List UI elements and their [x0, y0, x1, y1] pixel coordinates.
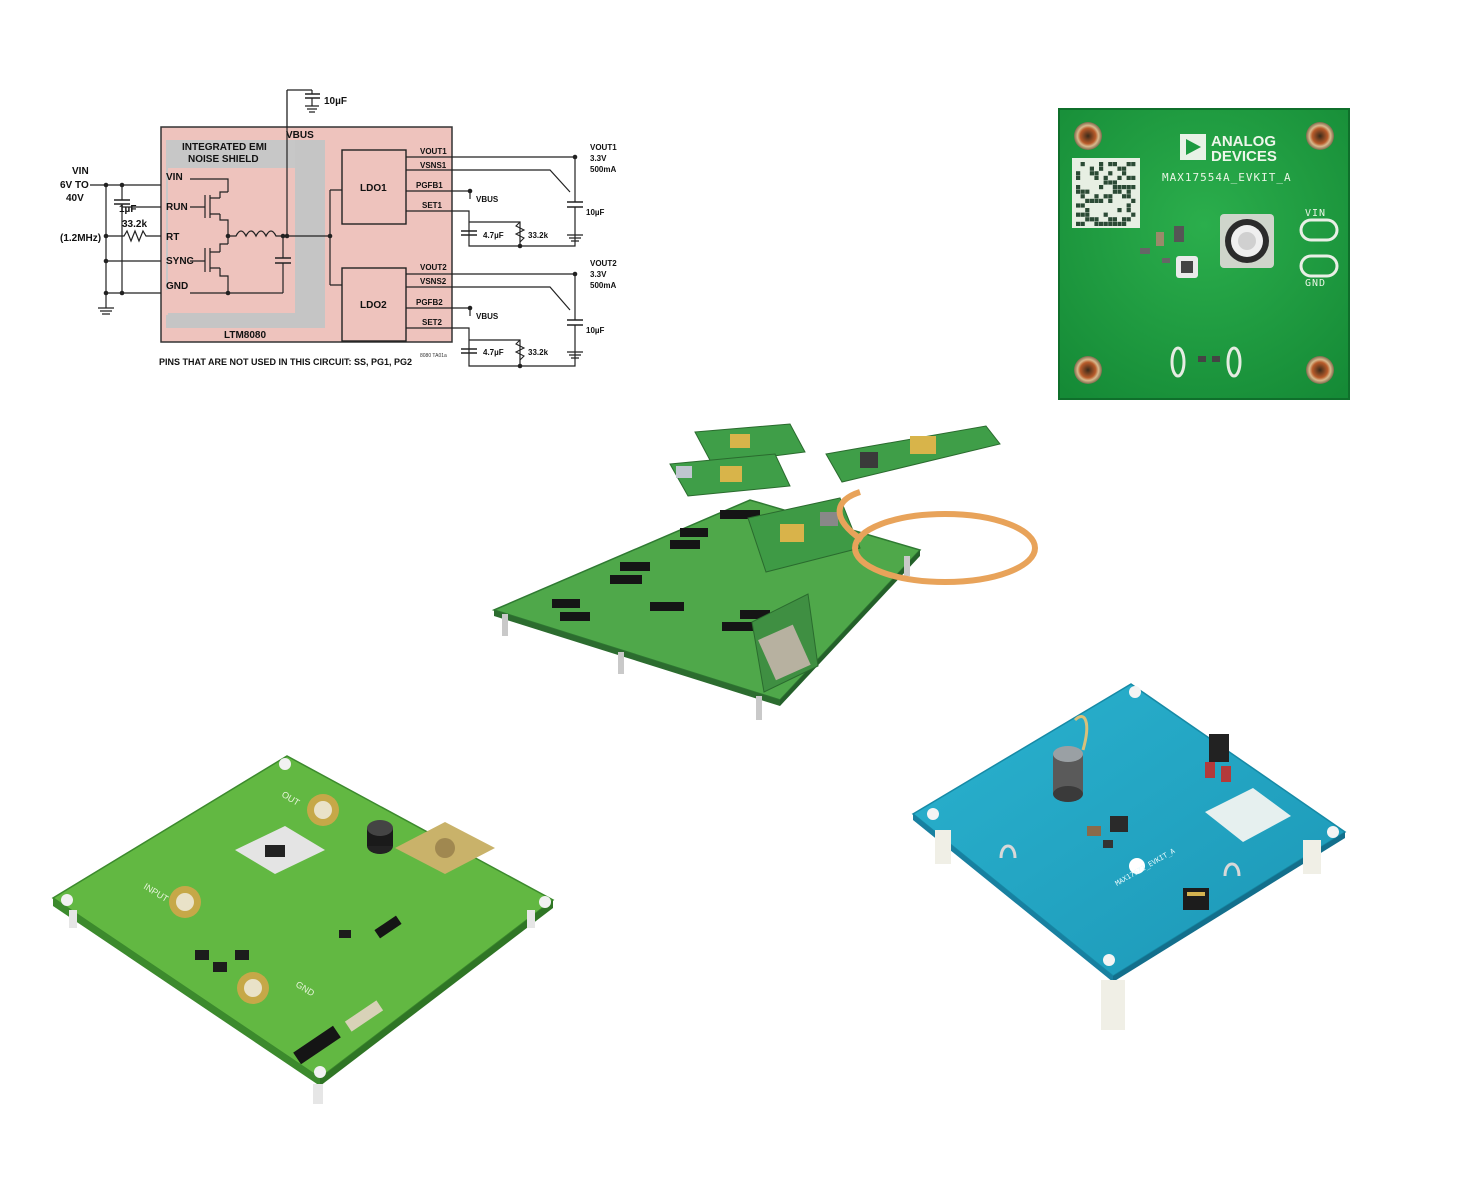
pin-pgfb1: PGFB1 [416, 181, 443, 190]
header-connectors [552, 510, 770, 631]
pin-set1: SET1 [422, 201, 443, 210]
gnd-terminal [1299, 254, 1339, 278]
kit-name: MAX17554A_EVKIT_A [1162, 171, 1292, 184]
header-connector [1183, 888, 1209, 910]
mount-hole-bl [1074, 356, 1102, 384]
test-point [1223, 862, 1241, 877]
emi-shield-bottom [166, 140, 325, 328]
analog-devices-logo-icon [1129, 858, 1145, 874]
standoff [1303, 840, 1321, 874]
unused-pins-note: PINS THAT ARE NOT USED IN THIS CIRCUIT: … [159, 357, 412, 367]
pin-vout2: VOUT2 [420, 263, 447, 272]
standoff [756, 696, 762, 720]
large-board-panel: INPUT OUT GND [45, 750, 565, 1110]
evaluation-system-photo [491, 423, 1038, 720]
gnd-silk: GND [1305, 278, 1326, 289]
power-module-evaluation-board: INPUT OUT GND [51, 755, 555, 1104]
cap-out1-label: 10µF [586, 208, 605, 217]
cap-set1-label: 4.7µF [483, 231, 504, 240]
pin-vout1: VOUT1 [420, 147, 447, 156]
cap-top-label: 10µF [324, 96, 347, 107]
vout1-label: VOUT1 [590, 143, 617, 152]
drawing-code: 8080 TA01a [420, 353, 447, 359]
pin-gnd: GND [166, 281, 188, 292]
pin-rt: RT [166, 232, 179, 243]
ethernet-cable [852, 511, 1038, 585]
standoff [1101, 980, 1125, 1030]
vin-terminal [1299, 218, 1339, 242]
gnd-terminal [237, 972, 269, 1004]
brand-line-2: DEVICES [1211, 148, 1277, 165]
mount-hole-tr [1306, 122, 1334, 150]
bus2-label: VBUS [476, 312, 499, 321]
cap-in-label: 1µF [119, 204, 136, 215]
standoff [904, 556, 910, 576]
schematic-panel: INTEGRATED EMI NOISE SHIELD 10µF VBUS VI… [50, 80, 640, 380]
pin-vsns2: VSNS2 [420, 277, 447, 286]
input-terminal [169, 886, 201, 918]
jumper [1209, 734, 1229, 762]
vout1-voltage: 3.3V [590, 154, 607, 163]
vout1-current: 500mA [590, 165, 616, 174]
shield-label-2: NOISE SHIELD [188, 154, 259, 165]
test-point [1226, 346, 1242, 378]
out-terminal [307, 794, 339, 826]
vout2-voltage: 3.3V [590, 270, 607, 279]
part-label: LTM8080 [224, 330, 266, 341]
brand-line-1: ANALOG [1211, 133, 1276, 150]
pin-vsns1: VSNS1 [420, 161, 447, 170]
pin-set2: SET2 [422, 318, 443, 327]
max17554a-board-panel: ANALOG DEVICES MAX17554A_EVKIT_A VIN GND [1058, 108, 1350, 400]
mount-hole-br [1306, 356, 1334, 384]
ldo2-label: LDO2 [360, 300, 387, 311]
ldo1-block [341, 149, 407, 225]
standoff [313, 1084, 323, 1104]
vin-range-2: 40V [66, 193, 84, 204]
mount-hole-tl [1074, 122, 1102, 150]
max17572-board-panel: MAX17572_EVKIT_A [905, 680, 1355, 1040]
freq-label: (1.2MHz) [60, 233, 101, 244]
test-point [1170, 346, 1186, 378]
vbus-label: VBUS [286, 130, 314, 141]
standoff [527, 910, 535, 928]
pcb-substrate [911, 683, 1347, 977]
res-set1-label: 33.2k [528, 231, 549, 240]
vout2-current: 500mA [590, 281, 616, 290]
shield-label-1: INTEGRATED EMI [182, 142, 267, 153]
cap-set2-label: 4.7µF [483, 348, 504, 357]
qr-code-icon [1205, 788, 1291, 842]
circuit-schematic: INTEGRATED EMI NOISE SHIELD 10µF VBUS VI… [60, 89, 617, 369]
standoff [502, 614, 508, 636]
vin-range-1: 6V TO [60, 180, 89, 191]
pin-vin: VIN [166, 172, 183, 183]
cap-out2-label: 10µF [586, 326, 605, 335]
max17554a-evkit-board: ANALOG DEVICES MAX17554A_EVKIT_A VIN GND [1058, 108, 1350, 400]
standoff [935, 830, 951, 864]
res-set2-label: 33.2k [528, 348, 549, 357]
standoff [618, 652, 624, 674]
max17572-evkit-board: MAX17572_EVKIT_A [911, 683, 1347, 1030]
system-boards-panel [490, 400, 1050, 730]
vin-silk: VIN [1305, 208, 1326, 219]
bus1-label: VBUS [476, 195, 499, 204]
capacitor [1174, 226, 1184, 242]
pin-header [293, 1025, 341, 1065]
vin-label: VIN [72, 166, 89, 177]
ldo1-label: LDO1 [360, 183, 387, 194]
pin-pgfb2: PGFB2 [416, 298, 443, 307]
pcb-substrate [51, 755, 555, 1079]
pin-sync: SYNC [166, 256, 194, 267]
ldo2-block [341, 267, 407, 342]
vout2-label: VOUT2 [590, 259, 617, 268]
standoff [69, 910, 77, 928]
test-point [999, 844, 1017, 859]
pin-run: RUN [166, 202, 188, 213]
res-rt-label: 33.2k [122, 219, 147, 230]
regulator-ic [1110, 816, 1128, 832]
